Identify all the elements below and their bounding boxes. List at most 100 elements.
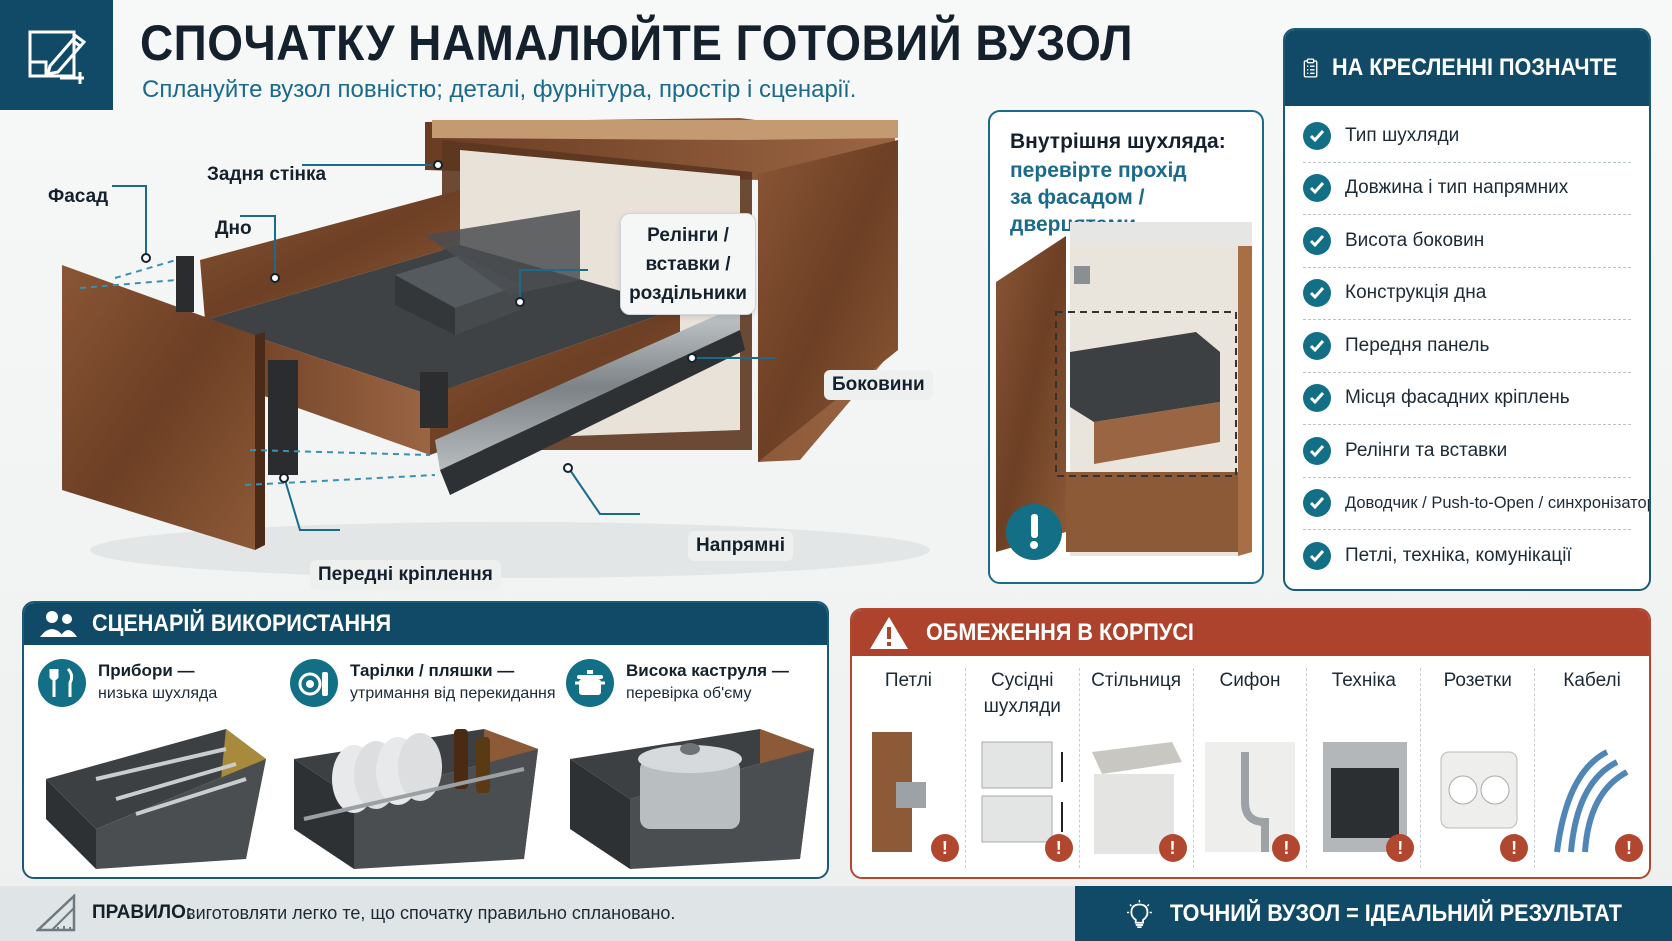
scenario-desc: утримання від перекидання (350, 685, 556, 702)
label-rails: Напрямні (688, 531, 794, 561)
limit-item-label: Стільниця (1091, 670, 1182, 691)
scenario-title: Тарілки / пляшки — (350, 661, 515, 680)
callout-line-2: вставки / (645, 253, 731, 275)
warning-icon: ! (1044, 834, 1073, 862)
checklist-item: Конструкція дна (1303, 268, 1631, 320)
limit-item: Сусідні шухляди! (966, 668, 1080, 868)
checklist-item: Передня панель (1303, 320, 1631, 373)
checklist-item: Доводчик / Push-to-Open / синхронізатор (1303, 478, 1649, 530)
callout-rails-inserts: Релінги / вставки / роздільники (620, 213, 756, 315)
warning-icon: ! (1500, 834, 1529, 862)
scenario-card-cutlery: Прибори — низька шухляда (28, 653, 278, 873)
scenario-title: Прибори — (98, 661, 195, 680)
checklist-item-label: Релінги та вставки (1345, 439, 1508, 461)
checklist-title: НА КРЕСЛЕННІ ПОЗНАЧТЕ (1332, 54, 1618, 81)
limit-item-label: Техніка (1331, 670, 1396, 691)
lightbulb-icon (1127, 899, 1152, 928)
exclamation-icon (1031, 514, 1038, 538)
check-icon (1303, 331, 1331, 360)
label-front-mounts: Передні кріплення (310, 560, 501, 590)
limit-item: Кабелі! (1535, 668, 1649, 868)
checklist-item: Петлі, техніка, комунікації (1303, 530, 1631, 583)
limit-illustration (1205, 742, 1296, 852)
limits-header: ОБМЕЖЕННЯ В КОРПУСІ (852, 610, 1649, 656)
logo-tile (0, 0, 113, 110)
limits-title: ОБМЕЖЕННЯ В КОРПУСІ (926, 619, 1194, 646)
checklist-item: Довжина і тип напрямних (1303, 163, 1631, 215)
limit-item-label: Сусідні шухляди (983, 670, 1061, 717)
limit-item-label: Петлі (884, 670, 933, 691)
checklist-item: Місця фасадних кріплень (1303, 373, 1631, 425)
warning-icon: ! (1614, 834, 1643, 862)
rule-text: виготовляти легко те, що спочатку правил… (186, 903, 676, 923)
check-icon (1303, 121, 1331, 150)
inner-drawer-subtitle-line-1: перевірте прохід (1010, 159, 1187, 182)
checklist-item-label: Доводчик / Push-to-Open / синхронізатор (1345, 493, 1651, 512)
limit-illustration (1323, 742, 1408, 852)
callout-line-1: Релінги / (647, 224, 729, 246)
limit-item-label: Розетки (1443, 670, 1512, 691)
inner-drawer-title: Внутрішня шухляда: (1010, 130, 1226, 153)
checklist-item-label: Висота боковин (1345, 229, 1485, 251)
cutlery-icon (38, 659, 86, 707)
checklist-item-label: Передня панель (1345, 334, 1490, 356)
ruler-triangle-icon (36, 894, 76, 932)
scenarios-title: СЦЕНАРІЙ ВИКОРИСТАННЯ (92, 610, 392, 637)
check-icon (1303, 436, 1331, 465)
check-icon (1303, 489, 1331, 518)
pot-drawer-illustration (570, 729, 814, 869)
users-icon (40, 611, 77, 637)
checklist-item-label: Довжина і тип напрямних (1345, 177, 1569, 199)
page-title: СПОЧАТКУ НАМАЛЮЙТЕ ГОТОВИЙ ВУЗОЛ (140, 15, 1133, 71)
checklist-item: Висота боковин (1303, 215, 1631, 268)
check-icon (1303, 384, 1331, 413)
scenario-desc: перевірка об'єму (626, 685, 752, 702)
callout-line-3: роздільники (629, 282, 747, 304)
label-facade: Фасад (48, 186, 109, 207)
clipboard-icon (1303, 58, 1318, 78)
limit-illustration (1554, 749, 1629, 853)
warning-icon: ! (930, 834, 959, 862)
checklist-item: Тип шухляди (1303, 110, 1631, 163)
checklist-item-label: Тип шухляди (1345, 124, 1460, 146)
limit-item: Сифон! (1194, 668, 1308, 868)
limit-illustration (981, 741, 1063, 843)
check-icon (1303, 226, 1331, 255)
limit-item: Розетки! (1421, 668, 1536, 868)
limit-item: Петлі! (852, 668, 966, 868)
drawer-assembly-illustration (62, 118, 930, 578)
checklist-item: Релінги та вставки (1303, 425, 1631, 478)
scenarios-header: СЦЕНАРІЙ ВИКОРИСТАННЯ (24, 603, 827, 645)
warning-icon: ! (1158, 834, 1187, 862)
scenario-card-plates: Тарілки / пляшки — утримання від перекид… (280, 653, 556, 873)
scenario-desc: низька шухляда (98, 685, 218, 702)
drafting-pencil-icon (28, 30, 86, 84)
scenario-card-pot: Висока каструля — перевірка об'єму (556, 653, 826, 873)
warning-icon: ! (1272, 834, 1301, 862)
footer-rule-bar: ПРАВИЛО: виготовляти легко те, що спочат… (0, 886, 1075, 941)
limit-illustration (871, 732, 926, 852)
checklist-item-label: Петлі, техніка, комунікації (1345, 545, 1572, 567)
check-icon (1303, 174, 1331, 203)
checklist-item-label: Конструкція дна (1345, 282, 1487, 304)
drawer-facade (62, 265, 255, 550)
pot-icon (566, 659, 614, 707)
checklist-item-label: Місця фасадних кріплень (1345, 387, 1570, 409)
warning-icon: ! (1386, 834, 1415, 862)
check-icon (1303, 279, 1331, 308)
rule-key: ПРАВИЛО: (92, 902, 193, 923)
plate-icon (290, 659, 338, 707)
footer-slogan: ТОЧНИЙ ВУЗОЛ = ІДЕАЛЬНИЙ РЕЗУЛЬТАТ (1169, 899, 1622, 927)
cutlery-drawer-illustration (46, 729, 266, 869)
limit-illustration (1091, 742, 1182, 854)
limits-panel: ОБМЕЖЕННЯ В КОРПУСІ Петлі!Сусідні шухляд… (850, 608, 1651, 879)
label-back-wall: Задня стінка (207, 164, 327, 185)
limit-item: Стільниця! (1080, 668, 1194, 868)
check-icon (1303, 542, 1331, 571)
drawer-back (200, 190, 460, 320)
front-mount-bracket (268, 360, 298, 475)
label-sides: Боковини (824, 370, 933, 400)
inner-drawer-panel: Внутрішня шухляда: перевірте прохід за ф… (988, 110, 1264, 584)
